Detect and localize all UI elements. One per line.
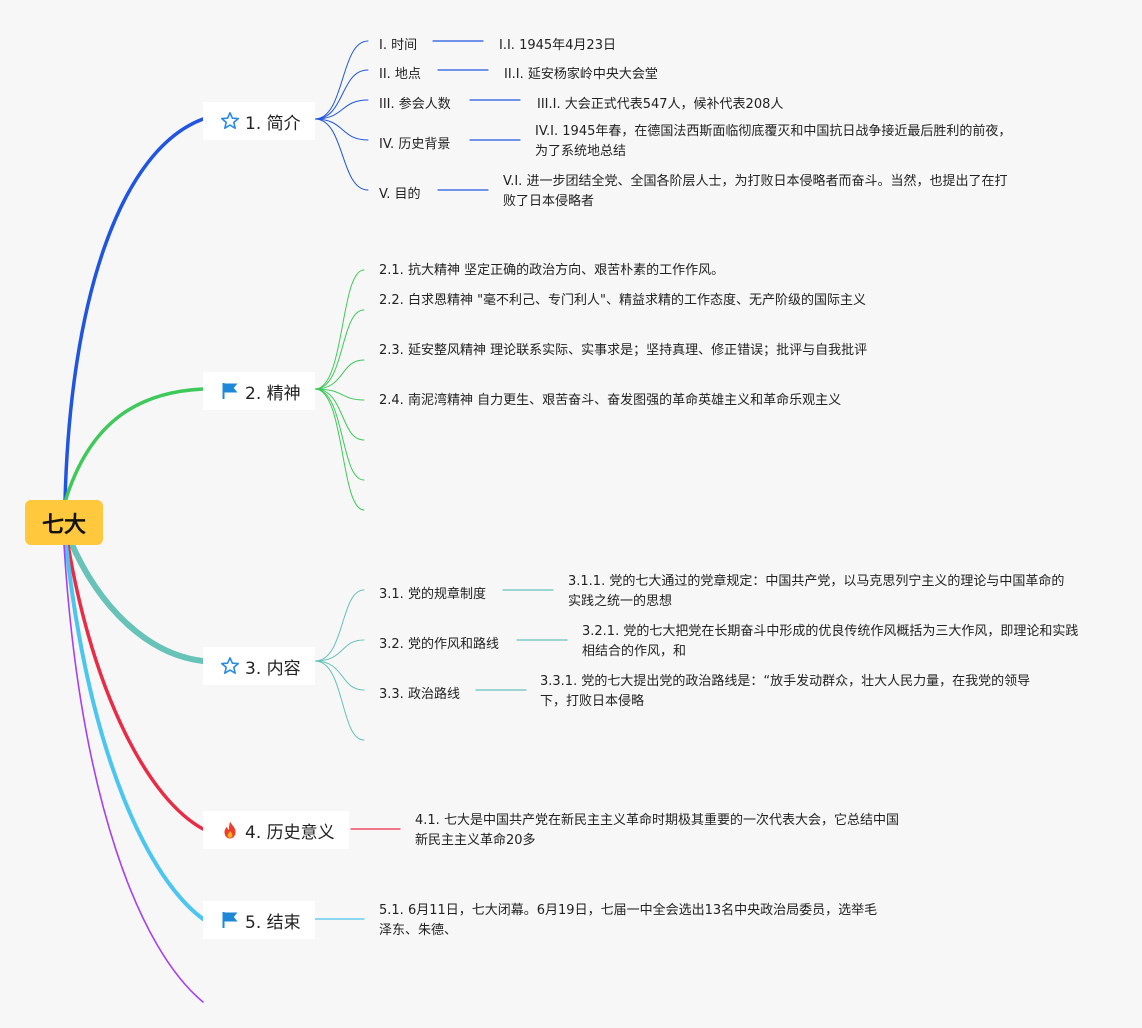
topic-content[interactable]: 3. 内容 — [203, 647, 315, 685]
intro-item-place-detail[interactable]: II.I. 延安杨家岭中央大会堂 — [504, 67, 658, 82]
sub-branch-line — [314, 388, 365, 481]
branch-line — [66, 543, 205, 831]
fire-icon — [219, 819, 241, 841]
sub-branch-line — [314, 660, 365, 691]
branch-line — [67, 537, 206, 664]
intro-item-background[interactable]: IV. 历史背景 — [379, 137, 451, 152]
content-item-style[interactable]: 3.2. 党的作风和路线 — [379, 637, 499, 652]
content-item-politics-detail[interactable]: 3.3.1. 党的七大提出党的政治路线是：“放手发动群众，壮大人民力量，在我党的… — [540, 674, 1031, 709]
topic-label: 2. 精神 — [245, 383, 301, 404]
topic-spirit[interactable]: 2. 精神 — [203, 372, 315, 410]
sub-branch-line — [314, 269, 365, 390]
sub-branch-line — [314, 69, 369, 120]
branch-line — [64, 543, 205, 921]
sub-branch-line — [314, 388, 365, 441]
topic-intro[interactable]: 1. 简介 — [203, 102, 315, 140]
sub-branch-line — [314, 388, 365, 511]
content-item-style-detail[interactable]: 3.2.1. 党的七大把党在长期奋斗中形成的优良传统作风概括为三大作风，即理论和… — [582, 624, 1079, 659]
root-node[interactable]: 七大 — [25, 500, 103, 545]
sub-branch-line — [314, 660, 365, 741]
intro-item-background-detail[interactable]: IV.I. 1945年春，在德国法西斯面临彻底覆灭和中国抗日战争接近最后胜利的前… — [535, 124, 1012, 159]
sub-branch-line — [314, 359, 365, 390]
topic-ending[interactable]: 5. 结束 — [203, 901, 315, 939]
content-item-politics[interactable]: 3.3. 政治路线 — [379, 687, 460, 702]
flag-icon — [219, 909, 241, 931]
topic-significance[interactable]: 4. 历史意义 — [203, 811, 349, 849]
intro-item-time[interactable]: I. 时间 — [379, 38, 418, 53]
spirit-item-nanniwan[interactable]: 2.4. 南泥湾精神 自力更生、艰苦奋斗、奋发图强的革命英雄主义和革命乐观主义 — [379, 393, 842, 408]
intro-item-purpose[interactable]: V. 目的 — [379, 187, 421, 202]
branch-line — [63, 117, 205, 504]
branch-line — [63, 387, 205, 504]
content-item-rules-detail[interactable]: 3.1.1. 党的七大通过的党章规定：中国共产党，以马克思列宁主义的理论与中国革… — [568, 574, 1065, 609]
sub-branch-line — [314, 118, 369, 141]
star-outline-icon — [219, 655, 241, 677]
intro-item-time-detail[interactable]: I.I. 1945年4月23日 — [499, 38, 616, 53]
spirit-item-kangda[interactable]: 2.1. 抗大精神 坚定正确的政治方向、艰苦朴素的工作作风。 — [379, 263, 725, 278]
content-item-rules[interactable]: 3.1. 党的规章制度 — [379, 587, 486, 602]
branch-line — [63, 544, 204, 1003]
flag-icon — [219, 380, 241, 402]
sub-branch-line — [314, 639, 365, 662]
intro-item-purpose-detail[interactable]: V.I. 进一步团结全党、全国各阶层人士，为打败日本侵略者而奋斗。当然，也提出了… — [503, 174, 1008, 209]
sub-branch-line — [314, 589, 365, 662]
sub-branch-line — [314, 118, 369, 191]
spirit-item-yanan[interactable]: 2.3. 延安整风精神 理论联系实际、实事求是；坚持真理、修正错误；批评与自我批… — [379, 343, 868, 358]
sub-branch-line — [314, 99, 369, 120]
ending-item[interactable]: 5.1. 6月11日，七大闭幕。6月19日，七届一中全会选出13名中央政治局委员… — [379, 903, 878, 938]
topic-label: 4. 历史意义 — [245, 822, 335, 843]
sub-branch-line — [314, 309, 365, 390]
significance-item[interactable]: 4.1. 七大是中国共产党在新民主主义革命时期极其重要的一次代表大会，它总结中国… — [415, 813, 899, 848]
intro-item-place[interactable]: II. 地点 — [379, 67, 421, 82]
star-outline-icon — [219, 110, 241, 132]
intro-item-attendees[interactable]: III. 参会人数 — [379, 97, 451, 112]
sub-branch-line — [314, 388, 365, 401]
spirit-item-bethune[interactable]: 2.2. 白求恩精神 "毫不利己、专门利人"、精益求精的工作态度、无产阶级的国际… — [379, 293, 867, 308]
intro-item-attendees-detail[interactable]: III.I. 大会正式代表547人，候补代表208人 — [537, 97, 784, 112]
topic-label: 3. 内容 — [245, 658, 301, 679]
topic-label: 5. 结束 — [245, 912, 301, 933]
topic-label: 1. 简介 — [245, 113, 301, 134]
sub-branch-line — [314, 40, 369, 120]
